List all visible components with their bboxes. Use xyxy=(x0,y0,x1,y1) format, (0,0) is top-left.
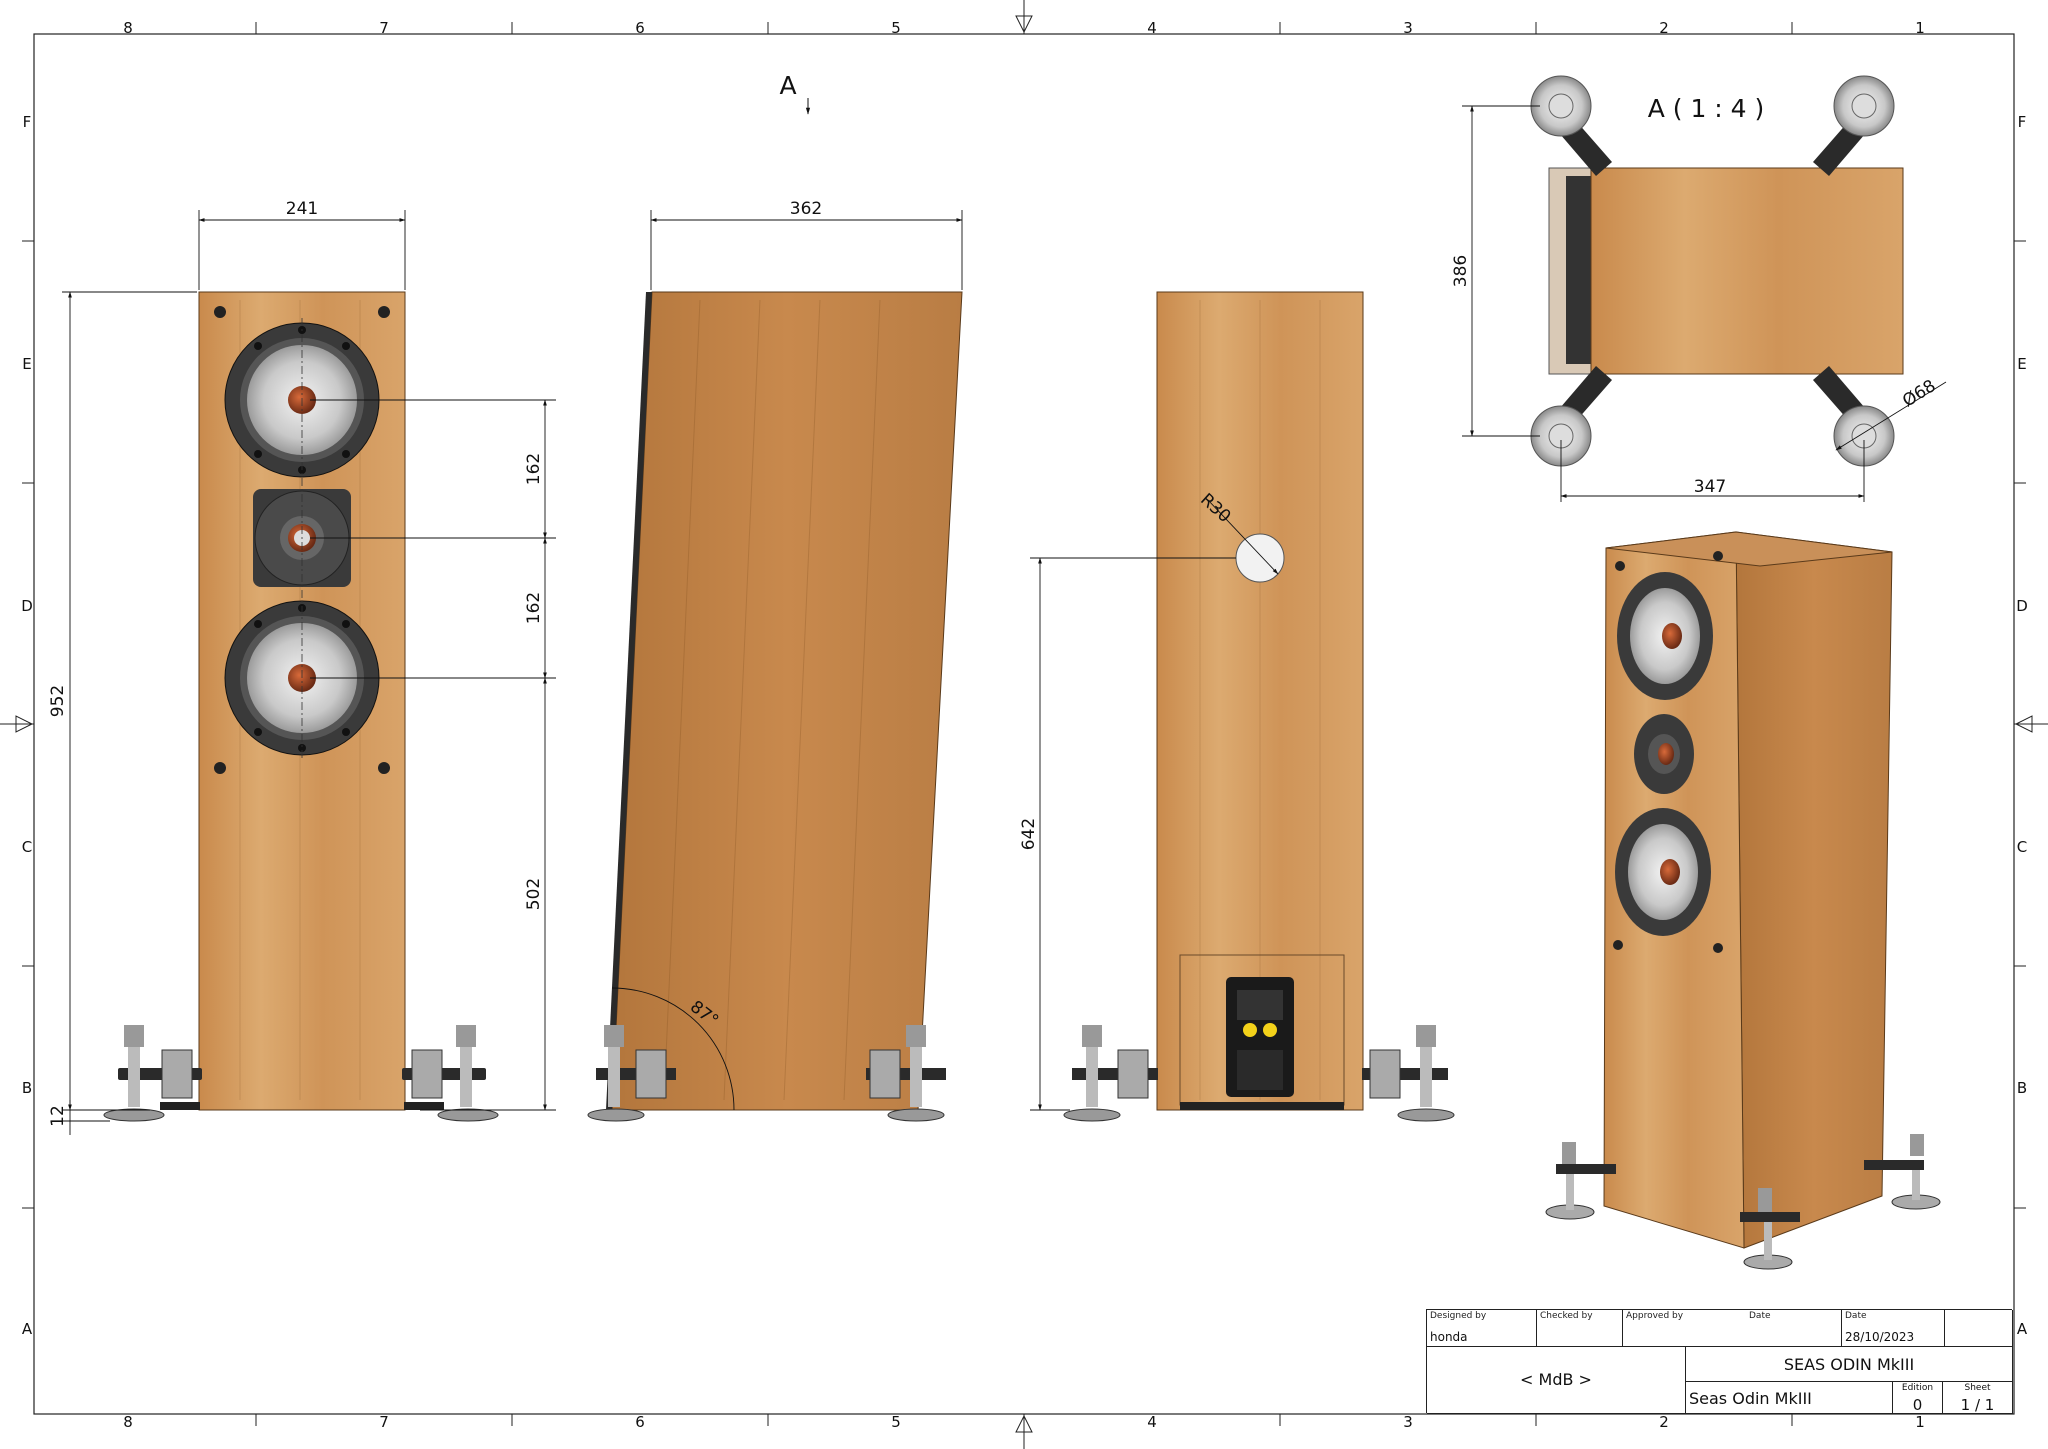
terminal-post xyxy=(1263,1023,1277,1037)
rear-view xyxy=(1063,291,1455,1122)
designed-by-value: honda xyxy=(1430,1330,1468,1344)
zone-row: E xyxy=(22,355,31,373)
sheet-value: 1 / 1 xyxy=(1960,1396,1995,1414)
dim-front-width: 241 xyxy=(286,199,318,219)
top-feet xyxy=(1530,75,1895,467)
zone-col: 7 xyxy=(379,19,389,37)
date-value: 28/10/2023 xyxy=(1845,1330,1915,1344)
sheet-cell: Sheet 1 / 1 xyxy=(1943,1382,2013,1414)
rear-port xyxy=(1235,533,1285,583)
checked-by-label: Checked by xyxy=(1540,1311,1593,1321)
blank-cell xyxy=(1945,1310,2013,1347)
approved-by-cell: Approved by Date xyxy=(1623,1310,1842,1347)
front-dimensions xyxy=(62,210,556,1135)
edition-value: 0 xyxy=(1912,1396,1923,1414)
zone-col: 7 xyxy=(379,1413,389,1431)
iso-feet xyxy=(1545,1134,1941,1270)
zone-col: 2 xyxy=(1659,19,1669,37)
dim-driver-spacing-upper: 162 xyxy=(524,453,544,485)
zone-row: F xyxy=(23,113,32,131)
zone-row: D xyxy=(2016,597,2028,615)
date-cell: Date 28/10/2023 xyxy=(1842,1310,1945,1347)
zone-columns-top: 8 7 6 5 4 3 2 1 xyxy=(123,19,1925,37)
zone-col: 3 xyxy=(1403,1413,1413,1431)
front-view xyxy=(103,291,499,1122)
iso-woofer-lower xyxy=(1615,808,1711,936)
dim-foot-diameter: Ø68 xyxy=(1899,376,1939,412)
front-feet xyxy=(103,1025,499,1122)
zone-col: 3 xyxy=(1403,19,1413,37)
zone-col: 4 xyxy=(1147,19,1157,37)
side-view xyxy=(587,291,963,1122)
side-feet xyxy=(587,1025,946,1122)
top-cabinet xyxy=(1590,167,1904,375)
dim-spike-offset: 12 xyxy=(48,1105,68,1127)
edition-label: Edition xyxy=(1901,1383,1934,1393)
designed-by-label: Designed by xyxy=(1430,1311,1487,1321)
edition-cell: Edition 0 xyxy=(1893,1382,1943,1414)
dim-rear-port-height: 642 xyxy=(1019,818,1039,850)
zone-row: B xyxy=(22,1079,32,1097)
side-cabinet xyxy=(611,291,963,1111)
zone-row: E xyxy=(2017,355,2026,373)
title-block: Designed by honda Checked by Approved by… xyxy=(1426,1309,2013,1414)
rear-feet xyxy=(1063,1025,1455,1122)
zone-row: C xyxy=(2017,838,2027,856)
zone-col: 2 xyxy=(1659,1413,1669,1431)
zone-rows-right: F E D C B A xyxy=(2016,113,2028,1338)
dim-side-depth: 362 xyxy=(790,199,822,219)
zone-col: 6 xyxy=(635,19,645,37)
zone-rows-left: F E D C B A xyxy=(21,113,33,1338)
designed-by-cell: Designed by honda xyxy=(1427,1310,1537,1347)
zone-row: B xyxy=(2017,1079,2027,1097)
drawing-title: SEAS ODIN MkIII xyxy=(1783,1355,1915,1374)
zone-row: D xyxy=(21,597,33,615)
dim-top-depth: 386 xyxy=(1451,255,1471,287)
sheet-label: Sheet xyxy=(1964,1383,1991,1393)
company-cell: < MdB > xyxy=(1427,1347,1686,1414)
side-dimensions xyxy=(611,210,963,1111)
company-name: < MdB > xyxy=(1520,1370,1592,1389)
top-view xyxy=(1530,75,1904,467)
dim-front-height: 952 xyxy=(48,685,68,717)
zone-col: 5 xyxy=(891,19,901,37)
drawing-subtitle: Seas Odin MkIII xyxy=(1689,1389,1812,1408)
zone-col: 4 xyxy=(1147,1413,1157,1431)
dim-woofer-height: 502 xyxy=(524,878,544,910)
approved-by-label: Approved by xyxy=(1626,1311,1684,1321)
date-label-approved: Date xyxy=(1749,1311,1771,1321)
zone-row: C xyxy=(22,838,32,856)
zone-col: 6 xyxy=(635,1413,645,1431)
iso-woofer-upper xyxy=(1617,572,1713,700)
rear-dimensions xyxy=(1030,499,1279,1111)
zone-col: 1 xyxy=(1915,1413,1925,1431)
dim-top-width: 347 xyxy=(1694,477,1726,497)
front-woofer-upper xyxy=(224,322,380,478)
terminal-post xyxy=(1243,1023,1257,1037)
date-label: Date xyxy=(1845,1311,1867,1321)
zone-col: 8 xyxy=(123,1413,133,1431)
zone-row: A xyxy=(22,1320,33,1338)
zone-row: A xyxy=(2017,1320,2028,1338)
zone-col: 1 xyxy=(1915,19,1925,37)
section-marker: A xyxy=(779,71,796,100)
top-dimensions xyxy=(1462,105,1947,502)
detail-view-title: A ( 1 : 4 ) xyxy=(1648,94,1765,123)
zone-col: 5 xyxy=(891,1413,901,1431)
rear-cabinet xyxy=(1156,291,1364,1111)
iso-tweeter xyxy=(1634,714,1694,794)
title-cell: SEAS ODIN MkIII xyxy=(1686,1347,2013,1382)
subtitle-cell: Seas Odin MkIII xyxy=(1686,1382,1893,1414)
zone-columns-bottom: 8 7 6 5 4 3 2 1 xyxy=(123,1413,1925,1431)
zone-row: F xyxy=(2018,113,2027,131)
zone-col: 8 xyxy=(123,19,133,37)
isometric-view xyxy=(1545,531,1941,1270)
dim-driver-spacing-lower: 162 xyxy=(524,592,544,624)
checked-by-cell: Checked by xyxy=(1537,1310,1623,1347)
